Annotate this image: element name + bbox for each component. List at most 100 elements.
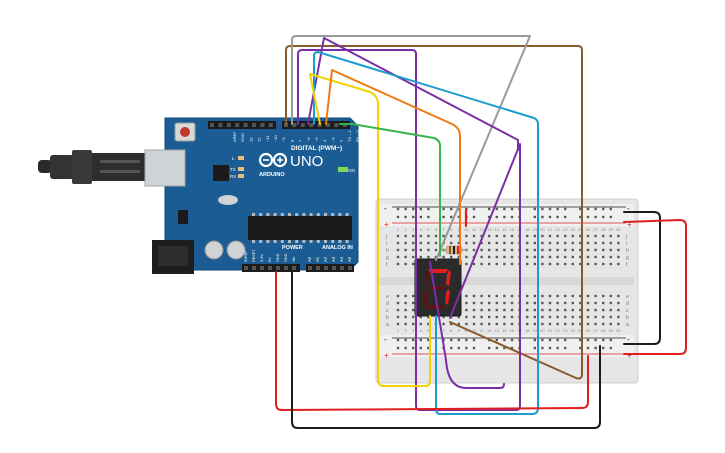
power-pin-label: Vin	[292, 257, 296, 262]
row-label-j: j	[385, 234, 387, 240]
row-label-d-right: d	[626, 301, 629, 307]
digital-pin-label: ~5	[314, 137, 319, 142]
column-label-5-bottom: 5	[427, 328, 430, 333]
usb-port	[144, 149, 186, 187]
segment-f	[425, 271, 430, 287]
column-label-28: 28	[601, 227, 606, 232]
segment-d	[425, 305, 445, 309]
digital-pin-label: ~10	[273, 134, 278, 142]
row-label-f: f	[386, 262, 388, 268]
digital-pin-label: 13	[248, 137, 253, 142]
digital-header-label: DIGITAL (PWM~)	[291, 145, 342, 152]
digital-pin-label: TX→1	[347, 130, 352, 142]
brand-label: ARDUINO	[259, 172, 285, 178]
digital-pin-label: ~9	[281, 137, 286, 142]
crystal	[218, 195, 238, 205]
digital-pin-label: 8	[289, 139, 294, 142]
digital-pin-label: ~6	[306, 137, 311, 142]
column-label-12-bottom: 12	[479, 328, 484, 333]
power-pin-label: IOREF	[244, 250, 248, 262]
row-label-c-right: c	[626, 308, 629, 314]
rail-minus-bottom: -	[384, 335, 387, 344]
tx-label: TX	[230, 167, 236, 172]
power-header-label: POWER	[282, 245, 303, 251]
row-label-b: b	[386, 315, 389, 321]
analog-header-label: ANALOG IN	[322, 245, 353, 251]
column-label-6: 6	[435, 227, 438, 232]
capacitor-2	[226, 240, 246, 260]
svg-text:-: -	[627, 335, 630, 344]
display-digit: 7	[0, 0, 1, 1]
column-label-18-bottom: 18	[525, 328, 530, 333]
reset-button-cap[interactable]	[180, 127, 190, 137]
segment-c	[445, 289, 450, 305]
digital-pin-label: RX←0	[355, 129, 360, 142]
column-label-2-bottom: 2	[404, 328, 407, 333]
column-label-29-bottom: 29	[609, 328, 614, 333]
column-label-16: 16	[510, 227, 515, 232]
digital-header-left	[208, 121, 276, 129]
digital-pin-label: 7	[298, 139, 303, 142]
rail-plus-bottom: +	[384, 351, 389, 360]
row-label-h: h	[386, 248, 389, 254]
column-label-25: 25	[578, 227, 583, 232]
svg-text:-: -	[627, 204, 630, 213]
column-label-1: 1	[397, 227, 400, 232]
segment-e	[424, 290, 429, 306]
column-label-11: 11	[472, 227, 477, 232]
row-label-i-right: i	[626, 241, 627, 247]
column-label-24-bottom: 24	[571, 328, 576, 333]
segment-a	[428, 269, 448, 273]
wire-red-5v	[275, 271, 589, 411]
column-label-20: 20	[540, 227, 545, 232]
column-label-18: 18	[525, 227, 530, 232]
row-label-h-right: h	[626, 248, 629, 254]
seven-segment-display: 7	[0, 0, 462, 317]
column-label-24: 24	[571, 227, 576, 232]
digital-header-right	[282, 121, 350, 129]
column-label-20-bottom: 20	[540, 328, 545, 333]
rx-label: RX	[230, 174, 236, 179]
row-label-d: d	[386, 301, 389, 307]
arduino-logo	[258, 152, 288, 168]
row-label-c: c	[386, 308, 389, 314]
row-label-e: e	[386, 294, 389, 300]
row-label-a: a	[386, 322, 389, 328]
atmega-chip	[248, 216, 352, 240]
column-label-21-bottom: 21	[548, 328, 553, 333]
wire-green	[339, 123, 441, 257]
wire-purple-b	[307, 37, 519, 151]
column-label-29: 29	[609, 227, 614, 232]
column-label-22-bottom: 22	[555, 328, 560, 333]
on-led	[338, 167, 348, 172]
capacitor-1	[204, 240, 224, 260]
column-label-13-bottom: 13	[487, 328, 492, 333]
l-led-label: L	[232, 156, 235, 161]
wire-purple-c	[429, 261, 505, 389]
column-label-4: 4	[420, 227, 423, 232]
resistor	[440, 245, 467, 255]
column-label-27: 27	[593, 227, 598, 232]
column-label-26: 26	[586, 227, 591, 232]
wire-cyan	[313, 51, 539, 415]
column-label-1-bottom: 1	[397, 328, 400, 333]
column-label-13: 13	[487, 227, 492, 232]
wire-black-gnd	[291, 271, 601, 429]
column-label-4-bottom: 4	[420, 328, 423, 333]
column-label-19-bottom: 19	[533, 328, 538, 333]
wire-brown	[285, 45, 583, 380]
rail-minus-top: -	[384, 204, 387, 213]
row-label-i: i	[386, 241, 387, 247]
analog-pin-label: A0	[307, 256, 312, 262]
column-label-15-bottom: 15	[502, 328, 507, 333]
svg-text:+: +	[627, 351, 632, 360]
column-label-7-bottom: 7	[442, 328, 445, 333]
row-label-f-right: f	[626, 262, 628, 268]
column-label-21: 21	[548, 227, 553, 232]
column-label-15: 15	[502, 227, 507, 232]
column-label-25-bottom: 25	[578, 328, 583, 333]
row-label-a-right: a	[626, 322, 629, 328]
